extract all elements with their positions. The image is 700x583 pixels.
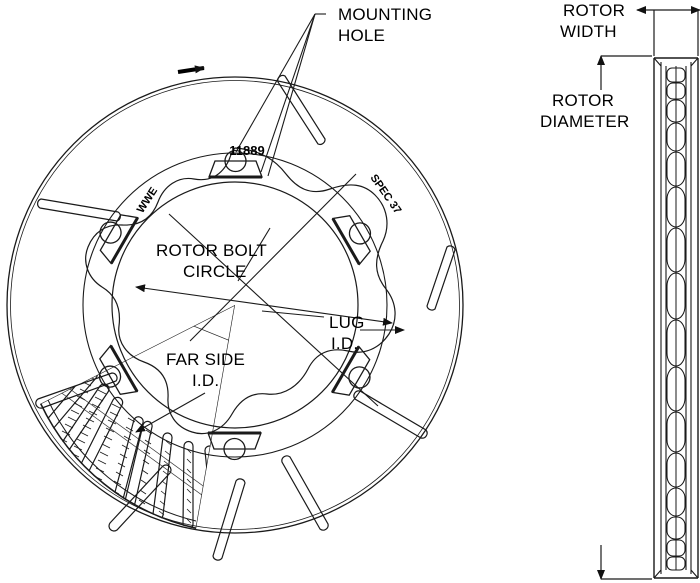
label-rotor-width-line1: ROTOR xyxy=(563,1,625,20)
label-far-side-id-line2: I.D. xyxy=(192,371,219,390)
rotor-width-dimension xyxy=(636,6,700,56)
label-mounting-hole-line1: MOUNTING xyxy=(338,5,432,24)
mounting-lug-bottom xyxy=(207,431,262,461)
mounting-lug-upper-right xyxy=(331,214,372,266)
mounting-lug-top xyxy=(208,149,263,179)
label-rotor-diameter-line1: ROTOR xyxy=(552,91,614,110)
mounting-lug-upper-left xyxy=(99,214,139,265)
center-construction-lines xyxy=(168,173,379,407)
label-lug-id-line2: I.D. xyxy=(331,334,358,353)
internal-vane-cutaway-section xyxy=(40,305,235,529)
rotor-diameter-dimension xyxy=(597,55,652,580)
stamp-part-number: 11889 xyxy=(229,143,264,158)
mounting-hole-leader xyxy=(235,13,326,177)
rotor-outer-edge xyxy=(6,76,464,534)
label-mounting-hole-line2: HOLE xyxy=(338,26,385,45)
rotor-bolt-circle-dimension xyxy=(135,284,393,326)
rotor-hat-lug-profile xyxy=(85,147,396,435)
stamp-spec: SPEC 37 xyxy=(368,172,404,216)
label-rotor-bolt-circle-line1: ROTOR BOLT xyxy=(156,241,267,260)
label-rotor-diameter-line2: DIAMETER xyxy=(540,112,629,131)
rotation-direction-arrow xyxy=(177,65,205,74)
label-lug-id-line1: LUG xyxy=(329,313,365,332)
rotor-bolt-circle-leader xyxy=(237,227,271,282)
far-side-id-leader xyxy=(135,392,206,433)
rotor-section-view xyxy=(653,57,699,579)
drawing-text-labels: MOUNTING HOLE ROTOR WIDTH ROTOR DIAMETER… xyxy=(135,1,629,390)
lug-id-leader xyxy=(261,310,405,334)
label-rotor-width-line2: WIDTH xyxy=(560,22,617,41)
label-far-side-id-line1: FAR SIDE xyxy=(166,350,245,369)
label-rotor-bolt-circle-line2: CIRCLE xyxy=(183,262,247,281)
mounting-lug-lower-right xyxy=(331,345,371,396)
section-vane-cells xyxy=(666,66,686,571)
